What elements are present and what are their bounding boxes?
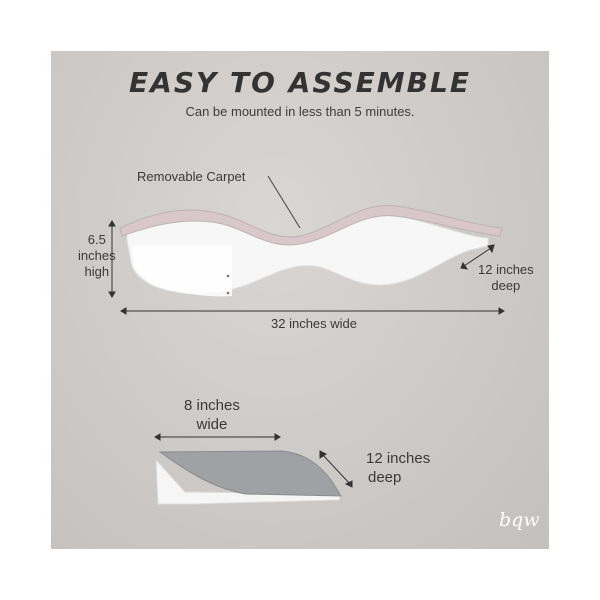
small-shelf-body [155, 458, 342, 505]
depth-dimension-small [319, 450, 353, 488]
brand-logo: bqw [499, 509, 540, 531]
small-shelf [155, 450, 342, 505]
small-shelf-carpet [158, 450, 342, 497]
height-dimension [108, 220, 116, 298]
page-subtitle: Can be mounted in less than 5 minutes. [185, 104, 415, 119]
depth-dimension-large [460, 244, 495, 270]
depth-label-large: 12 inches deep [478, 262, 534, 293]
width-label-small: 8 inches wide [184, 397, 240, 433]
screw-dot [226, 291, 230, 295]
depth-label-small: 12 inches deep [366, 450, 431, 486]
width-dimension-large [120, 307, 505, 315]
wave-shelf [119, 205, 503, 297]
height-label: 6.5 inches high [78, 232, 116, 279]
screw-dot [226, 274, 230, 278]
wave-shelf-carpet [119, 205, 503, 246]
page-title: EASY TO ASSEMBLE [129, 66, 471, 99]
width-label-large: 32 inches wide [271, 316, 357, 331]
width-dimension-small [154, 433, 281, 441]
wave-shelf-bracket [132, 246, 232, 297]
carpet-leader-line [267, 175, 301, 229]
carpet-label: Removable Carpet [137, 169, 246, 184]
